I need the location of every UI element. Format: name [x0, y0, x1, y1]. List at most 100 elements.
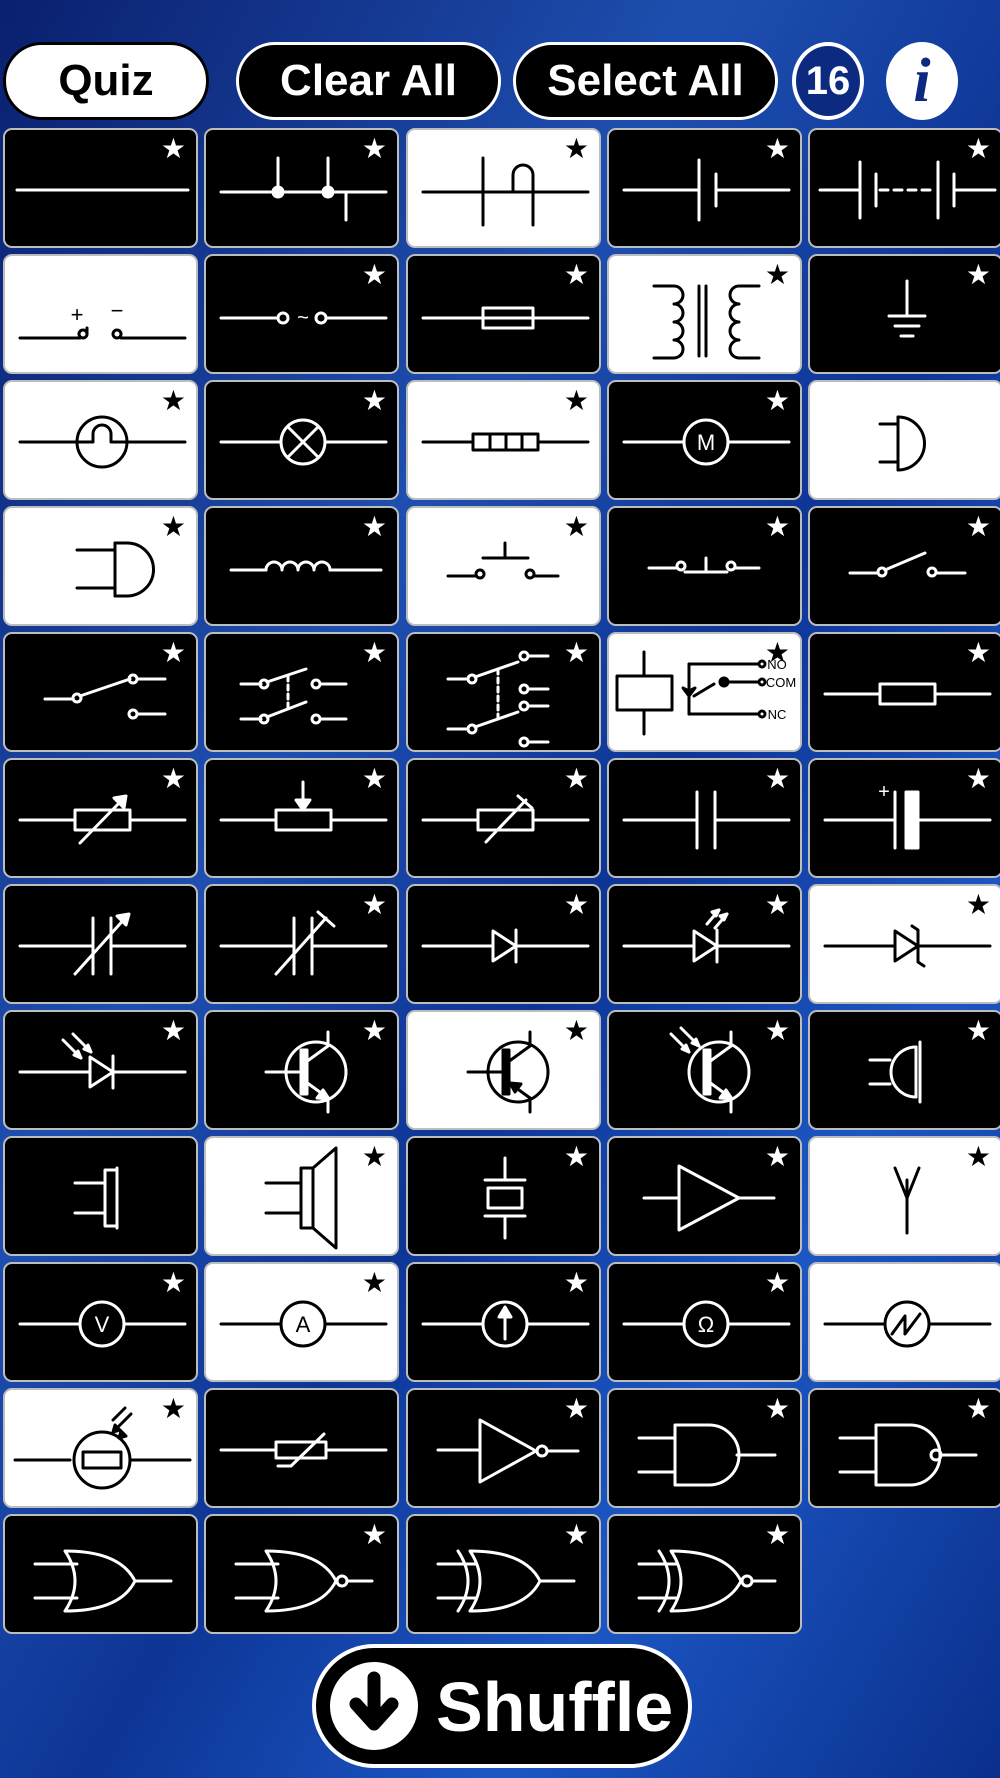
symbol-tile-diode[interactable]: .s32 *{stroke:#fff;stroke-width:3;fill:n…: [406, 884, 601, 1004]
symbol-tile-ac-supply[interactable]: .s6 *{stroke:#fff;stroke-width:3;fill:no…: [204, 254, 399, 374]
star-icon[interactable]: ★: [764, 384, 790, 417]
symbol-tile-pnp-transistor[interactable]: .s37 *{stroke:#000;stroke-width:3;fill:n…: [406, 1010, 601, 1130]
symbol-tile-transformer[interactable]: .s8 *{stroke:#000;stroke-width:3;fill:no…: [607, 254, 802, 374]
symbol-tile-battery[interactable]: .s4 *{stroke:#fff;stroke-width:3;fill:no…: [808, 128, 1000, 248]
symbol-tile-ammeter[interactable]: .s46 *{stroke:#000;stroke-width:3;fill:n…: [204, 1262, 399, 1382]
star-icon[interactable]: ★: [965, 1014, 991, 1047]
symbol-tile-crystal[interactable]: .s42 *{stroke:#fff;stroke-width:3;fill:n…: [406, 1136, 601, 1256]
symbol-tile-fuse[interactable]: .s7 *{stroke:#fff;stroke-width:3;fill:no…: [406, 254, 601, 374]
star-icon[interactable]: ★: [764, 1014, 790, 1047]
symbol-tile-crossing[interactable]: .s2 *{stroke:#000;stroke-width:3;fill:no…: [406, 128, 601, 248]
symbol-tile-oscilloscope[interactable]: .s49 *{stroke:#000;stroke-width:3;fill:n…: [808, 1262, 1000, 1382]
star-icon[interactable]: ★: [965, 132, 991, 165]
star-icon[interactable]: ★: [764, 132, 790, 165]
symbol-tile-motor[interactable]: .s13 *{stroke:#fff;stroke-width:3;fill:n…: [607, 380, 802, 500]
symbol-tile-not-gate[interactable]: .s52 *{stroke:#fff;stroke-width:3;fill:n…: [406, 1388, 601, 1508]
symbol-tile-switch-dpdt[interactable]: .s22 *{stroke:#fff;stroke-width:3;fill:n…: [406, 632, 601, 752]
star-icon[interactable]: ★: [563, 384, 589, 417]
symbol-tile-push-switch-nc[interactable]: .s18 *{stroke:#fff;stroke-width:3;fill:n…: [607, 506, 802, 626]
star-icon[interactable]: ★: [563, 132, 589, 165]
symbol-tile-capacitor[interactable]: .s28 *{stroke:#fff;stroke-width:3;fill:n…: [607, 758, 802, 878]
star-icon[interactable]: ★: [965, 888, 991, 921]
symbol-tile-earphone[interactable]: .s40 *{stroke:#fff;stroke-width:3;fill:n…: [3, 1136, 198, 1256]
symbol-tile-relay[interactable]: .s23 *{stroke:#000;stroke-width:3;fill:n…: [607, 632, 802, 752]
symbol-tile-loudspeaker[interactable]: .s41 *{stroke:#000;stroke-width:3;fill:n…: [204, 1136, 399, 1256]
symbol-tile-heater[interactable]: .s12 *{stroke:#000;stroke-width:3;fill:n…: [406, 380, 601, 500]
star-icon[interactable]: ★: [160, 1014, 186, 1047]
star-icon[interactable]: ★: [764, 1518, 790, 1551]
star-icon[interactable]: ★: [361, 384, 387, 417]
star-icon[interactable]: ★: [563, 510, 589, 543]
star-icon[interactable]: ★: [563, 1518, 589, 1551]
star-icon[interactable]: ★: [563, 636, 589, 669]
symbol-tile-voltmeter[interactable]: .s45 *{stroke:#fff;stroke-width:3;fill:n…: [3, 1262, 198, 1382]
star-icon[interactable]: ★: [563, 1392, 589, 1425]
star-icon[interactable]: ★: [563, 258, 589, 291]
star-icon[interactable]: ★: [764, 510, 790, 543]
star-icon[interactable]: ★: [361, 510, 387, 543]
star-icon[interactable]: ★: [764, 1392, 790, 1425]
symbol-tile-trimmer-capacitor[interactable]: .s31 *{stroke:#fff;stroke-width:3;fill:n…: [204, 884, 399, 1004]
symbol-tile-galvanometer[interactable]: .s47 *{stroke:#fff;stroke-width:3;fill:n…: [406, 1262, 601, 1382]
symbol-tile-ohmmeter[interactable]: .s48 *{stroke:#fff;stroke-width:3;fill:n…: [607, 1262, 802, 1382]
star-icon[interactable]: ★: [361, 1518, 387, 1551]
symbol-tile-bell[interactable]: .s14 *{stroke:#000;stroke-width:3;fill:n…: [808, 380, 1000, 500]
star-icon[interactable]: ★: [563, 762, 589, 795]
star-icon[interactable]: ★: [764, 258, 790, 291]
star-icon[interactable]: ★: [160, 636, 186, 669]
symbol-tile-buzzer[interactable]: .s15 *{stroke:#000;stroke-width:3;fill:n…: [3, 506, 198, 626]
star-icon[interactable]: ★: [160, 1266, 186, 1299]
info-icon[interactable]: i: [886, 42, 958, 120]
symbol-tile-push-switch-no[interactable]: .s17 *{stroke:#000;stroke-width:3;fill:n…: [406, 506, 601, 626]
star-icon[interactable]: ★: [965, 510, 991, 543]
clear-all-button[interactable]: Clear All: [236, 42, 501, 120]
symbol-tile-xnor-gate[interactable]: .s58 *{stroke:#fff;stroke-width:3;fill:n…: [607, 1514, 802, 1634]
shuffle-button[interactable]: Shuffle: [312, 1644, 692, 1768]
symbol-tile-led[interactable]: .s33 *{stroke:#fff;stroke-width:3;fill:n…: [607, 884, 802, 1004]
star-icon[interactable]: ★: [160, 510, 186, 543]
symbol-tile-phototransistor[interactable]: .s38 *{stroke:#fff;stroke-width:3;fill:n…: [607, 1010, 802, 1130]
symbol-tile-filament-lamp[interactable]: .s10 *{stroke:#000;stroke-width:3;fill:n…: [3, 380, 198, 500]
symbol-tile-indicator-lamp[interactable]: .s11 *{stroke:#fff;stroke-width:3;fill:n…: [204, 380, 399, 500]
symbol-tile-electrolytic-capacitor[interactable]: .s29 *{stroke:#fff;stroke-width:3;fill:n…: [808, 758, 1000, 878]
star-icon[interactable]: ★: [563, 1140, 589, 1173]
star-icon[interactable]: ★: [965, 1392, 991, 1425]
symbol-tile-microphone[interactable]: .s39 *{stroke:#fff;stroke-width:3;fill:n…: [808, 1010, 1000, 1130]
symbol-tile-or-gate[interactable]: .s55 *{stroke:#fff;stroke-width:3;fill:n…: [3, 1514, 198, 1634]
star-icon[interactable]: ★: [965, 636, 991, 669]
star-icon[interactable]: ★: [563, 1014, 589, 1047]
quiz-button[interactable]: Quiz: [3, 42, 209, 120]
symbol-tile-wire[interactable]: .s0 *{stroke:#fff;stroke-width:3;fill:no…: [3, 128, 198, 248]
star-icon[interactable]: ★: [160, 384, 186, 417]
star-icon[interactable]: ★: [764, 1140, 790, 1173]
symbol-tile-switch-spdt[interactable]: .s20 *{stroke:#fff;stroke-width:3;fill:n…: [3, 632, 198, 752]
star-icon[interactable]: ★: [764, 1266, 790, 1299]
symbol-tile-cell[interactable]: .s3 *{stroke:#fff;stroke-width:3;fill:no…: [607, 128, 802, 248]
symbol-tile-photodiode[interactable]: .s35 *{stroke:#fff;stroke-width:3;fill:n…: [3, 1010, 198, 1130]
symbol-tile-xor-gate[interactable]: .s57 *{stroke:#fff;stroke-width:3;fill:n…: [406, 1514, 601, 1634]
star-icon[interactable]: ★: [965, 1140, 991, 1173]
star-icon[interactable]: ★: [160, 132, 186, 165]
star-icon[interactable]: ★: [160, 1392, 186, 1425]
symbol-tile-amplifier[interactable]: .s43 *{stroke:#fff;stroke-width:3;fill:n…: [607, 1136, 802, 1256]
symbol-tile-switch-spst[interactable]: .s19 *{stroke:#fff;stroke-width:3;fill:n…: [808, 506, 1000, 626]
symbol-tile-resistor[interactable]: .s24 *{stroke:#fff;stroke-width:3;fill:n…: [808, 632, 1000, 752]
symbol-tile-aerial[interactable]: .s44 *{stroke:#000;stroke-width:3;fill:n…: [808, 1136, 1000, 1256]
symbol-tile-ldr[interactable]: .s50 *{stroke:#000;stroke-width:3;fill:n…: [3, 1388, 198, 1508]
symbol-tile-nor-gate[interactable]: .s56 *{stroke:#fff;stroke-width:3;fill:n…: [204, 1514, 399, 1634]
star-icon[interactable]: ★: [965, 762, 991, 795]
symbol-tile-junction[interactable]: .s1 *{stroke:#fff;stroke-width:3;fill:no…: [204, 128, 399, 248]
star-icon[interactable]: ★: [764, 888, 790, 921]
symbol-tile-variable-capacitor[interactable]: .s30 *{stroke:#fff;stroke-width:3;fill:n…: [3, 884, 198, 1004]
symbol-tile-npn-transistor[interactable]: .s36 *{stroke:#fff;stroke-width:3;fill:n…: [204, 1010, 399, 1130]
star-icon[interactable]: ★: [361, 1140, 387, 1173]
symbol-tile-preset-resistor[interactable]: .s27 *{stroke:#fff;stroke-width:3;fill:n…: [406, 758, 601, 878]
symbol-tile-earth[interactable]: .s9 *{stroke:#fff;stroke-width:3;fill:no…: [808, 254, 1000, 374]
symbol-tile-and-gate[interactable]: .s53 *{stroke:#fff;stroke-width:3;fill:n…: [607, 1388, 802, 1508]
star-icon[interactable]: ★: [361, 636, 387, 669]
symbol-tile-dc-supply[interactable]: .s5 *{stroke:#000;stroke-width:3;fill:no…: [3, 254, 198, 374]
symbol-tile-zener-diode[interactable]: .s34 *{stroke:#000;stroke-width:3;fill:n…: [808, 884, 1000, 1004]
symbol-tile-potentiometer[interactable]: .s26 *{stroke:#fff;stroke-width:3;fill:n…: [204, 758, 399, 878]
star-icon[interactable]: ★: [563, 1266, 589, 1299]
star-icon[interactable]: ★: [965, 258, 991, 291]
